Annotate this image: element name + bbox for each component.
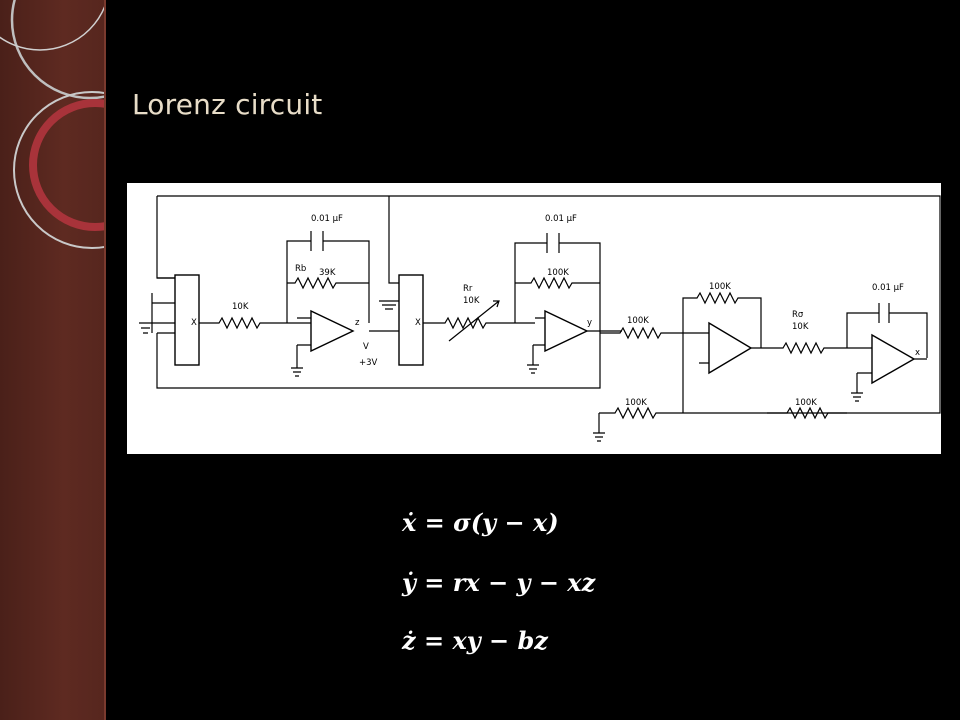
label-out-x: x bbox=[915, 348, 920, 358]
multiplier-2-box bbox=[398, 274, 424, 366]
resistor-rb-39k bbox=[287, 276, 369, 290]
opamp-y-wires bbox=[533, 317, 622, 346]
opamp-z-wires bbox=[297, 317, 399, 346]
resistor-rr bbox=[423, 316, 535, 330]
ring-red bbox=[29, 99, 106, 231]
label-10k-c: 10K bbox=[792, 322, 809, 332]
label-cap-2: 0.01 μF bbox=[545, 214, 577, 224]
sidebar-edge bbox=[104, 0, 106, 720]
bottom-loop-wire bbox=[156, 323, 601, 389]
resistor-100k-gnd bbox=[599, 406, 683, 420]
ground-symbol-5 bbox=[593, 413, 605, 442]
label-39k: 39K bbox=[319, 268, 336, 278]
label-100k-x: 100K bbox=[795, 398, 817, 408]
equation-y-dot: ẏ = rx − y − xz bbox=[402, 568, 596, 597]
ground-symbol-4 bbox=[527, 345, 539, 374]
equation-z-dot: ż = xy − bz bbox=[402, 626, 548, 655]
label-out-z: z bbox=[355, 318, 360, 328]
label-10k-b: 10K bbox=[463, 296, 480, 306]
circuit-diagram: 0.01 μF Rb 39K 10K X z V +3V X Rr 10K 0.… bbox=[127, 183, 941, 454]
ground-symbol-1 bbox=[139, 322, 152, 334]
ring-top bbox=[0, 0, 106, 51]
resistor-100k-fb2 bbox=[515, 276, 600, 290]
equation-x-dot: ẋ = σ(y − x) bbox=[402, 508, 559, 537]
inverter-wires bbox=[682, 333, 709, 413]
label-cap-3: 0.01 μF bbox=[872, 283, 904, 293]
label-rb: Rb bbox=[295, 264, 306, 274]
label-cap-1: 0.01 μF bbox=[311, 214, 343, 224]
label-100k-in: 100K bbox=[627, 316, 649, 326]
mid-bus-wire bbox=[388, 196, 399, 284]
variable-arrow bbox=[448, 300, 500, 342]
opamp-x bbox=[871, 333, 916, 385]
label-supply: +3V bbox=[359, 358, 378, 368]
label-100k-gnd: 100K bbox=[625, 398, 647, 408]
capacitor-1 bbox=[310, 231, 324, 251]
left-bus-wire bbox=[156, 196, 175, 279]
label-rr: Rr bbox=[463, 284, 473, 294]
ring-outer bbox=[10, 0, 106, 100]
cap-3-wires bbox=[846, 312, 928, 358]
label-100k-fb2: 100K bbox=[547, 268, 569, 278]
label-out-y: y bbox=[587, 318, 592, 328]
resistor-100k-x bbox=[767, 406, 847, 420]
opamp-z bbox=[310, 309, 355, 353]
label-rsigma: Rσ bbox=[792, 310, 804, 320]
opamp-x-wires bbox=[851, 358, 927, 402]
ring-lower bbox=[13, 91, 106, 249]
label-vs: V bbox=[363, 342, 369, 352]
ground-symbol-3 bbox=[379, 300, 399, 310]
resistor-10k-1 bbox=[199, 316, 311, 330]
circuit-schematic: 0.01 μF Rb 39K 10K X z V +3V X Rr 10K 0.… bbox=[139, 195, 941, 442]
resistor-rsigma bbox=[751, 341, 872, 355]
cap-1-wires bbox=[286, 240, 370, 323]
opamp-inverter bbox=[708, 321, 753, 375]
capacitor-3 bbox=[878, 303, 890, 323]
decorative-rings bbox=[0, 0, 106, 249]
slide-title: Lorenz circuit bbox=[132, 88, 323, 121]
resistor-100k-inv bbox=[682, 291, 762, 348]
multiplier-1-box bbox=[174, 274, 200, 366]
label-mult-2: X bbox=[415, 318, 421, 328]
label-100k-inv: 100K bbox=[709, 282, 731, 292]
opamp-y bbox=[544, 309, 589, 353]
ground-symbol-2 bbox=[291, 345, 303, 377]
cap-2-wires bbox=[514, 242, 601, 323]
top-bus-wire bbox=[157, 195, 941, 414]
multiplier-1-inputs bbox=[151, 277, 175, 334]
label-10k-a: 10K bbox=[232, 302, 249, 312]
resistor-100k-in bbox=[600, 326, 709, 340]
decorative-sidebar bbox=[0, 0, 106, 720]
capacitor-2 bbox=[546, 233, 560, 253]
label-mult-1: X bbox=[191, 318, 197, 328]
